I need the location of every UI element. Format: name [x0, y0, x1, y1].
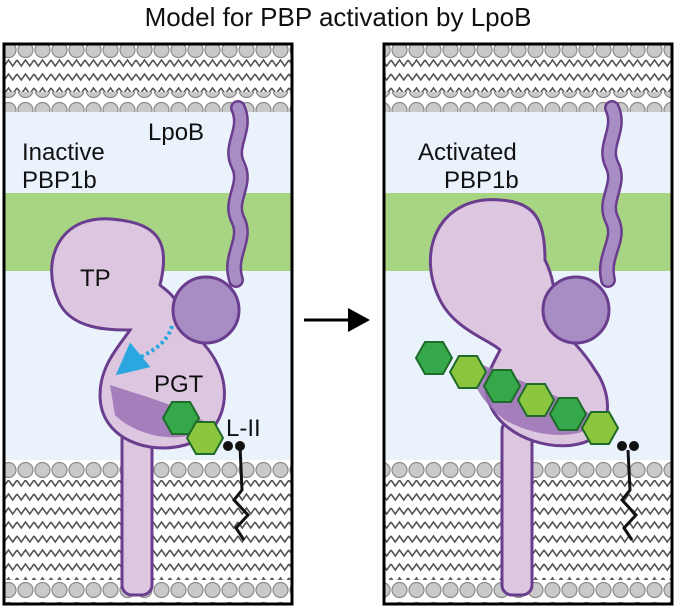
tp-label: TP: [80, 265, 111, 292]
lipid-anchor-right: [617, 441, 639, 541]
left-state-line2: PBP1b: [22, 167, 97, 194]
right-arrow-icon: [304, 308, 370, 332]
lipid-ii-glycan-left: [161, 401, 225, 455]
left-state-line1: Inactive: [22, 139, 105, 166]
right-state-line1: Activated: [418, 139, 517, 166]
curved-dashed-arrow-icon: [115, 325, 174, 376]
pgt-label: PGT: [154, 371, 204, 398]
pbp1b-protein-left: [50, 217, 226, 597]
outer-membrane-left: [4, 44, 292, 112]
right-panel-border: [382, 42, 674, 606]
left-panel: [4, 44, 292, 604]
right-state-line2: PBP1b: [444, 167, 519, 194]
outer-membrane-right: [384, 44, 672, 112]
lpob-left: [171, 100, 249, 345]
lpob-label: LpoB: [148, 119, 204, 146]
figure-title: Model for PBP activation by LpoB: [145, 2, 532, 32]
lipid-ii-anchor-left: [223, 441, 251, 541]
right-panel: [384, 44, 672, 604]
lipid-ii-label: L-II: [226, 415, 261, 442]
lpob-right: [541, 100, 623, 345]
left-panel-border: [2, 42, 294, 606]
glycan-chain-right: [414, 341, 620, 445]
